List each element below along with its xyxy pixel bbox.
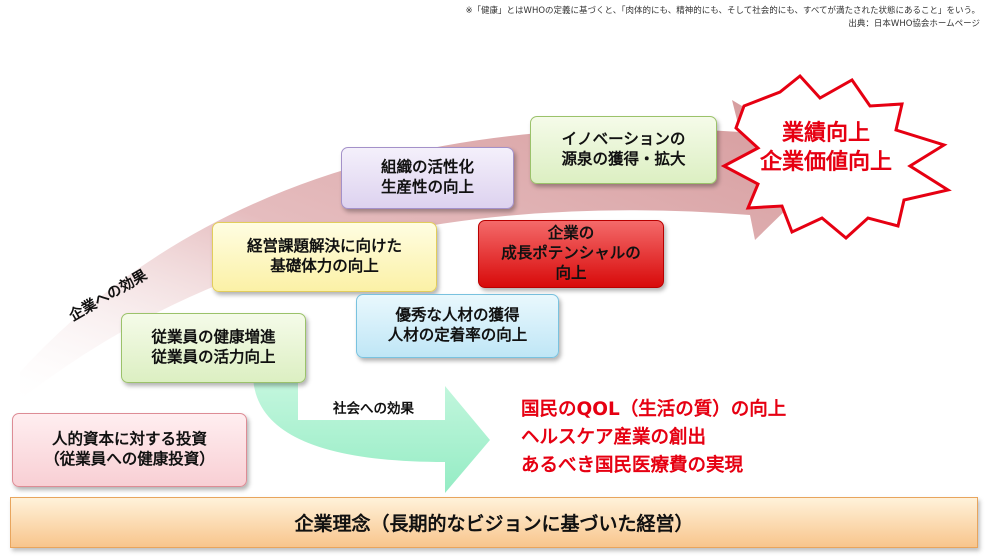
investment-box: 人的資本に対する投資 （従業員への健康投資） bbox=[12, 413, 247, 487]
talent-box: 優秀な人材の獲得 人材の定着率の向上 bbox=[356, 294, 559, 358]
innovation-line-1: イノベーションの bbox=[561, 130, 686, 149]
talent-line-1: 優秀な人材の獲得 bbox=[395, 306, 520, 325]
base-capability-line-2: 基礎体力の向上 bbox=[270, 257, 379, 275]
social-impact-item: 国民のQOL（生活の質）の向上 bbox=[521, 399, 787, 420]
source-note: 出典：日本WHO協会ホームページ bbox=[848, 19, 980, 29]
goal-line-2: 企業価値向上 bbox=[759, 149, 892, 175]
organization-line-1: 組織の活性化 bbox=[380, 158, 474, 177]
goal-burst-shape bbox=[720, 73, 952, 240]
employee-health-line-2: 従業員の活力向上 bbox=[151, 348, 276, 366]
goal-line-1: 業績向上 bbox=[781, 121, 870, 146]
talent-line-2: 人材の定着率の向上 bbox=[387, 326, 528, 344]
social-impact-item: あるべき国民医療費の実現 bbox=[521, 454, 744, 476]
base-capability-box: 経営課題解決に向けた 基礎体力の向上 bbox=[212, 222, 437, 292]
society-effect-label: 社会への効果 bbox=[333, 401, 414, 417]
growth-potential-line-3: 向上 bbox=[555, 263, 587, 282]
base-capability-line-1: 経営課題解決に向けた bbox=[246, 237, 402, 256]
investment-line-1: 人的資本に対する投資 bbox=[51, 430, 207, 449]
growth-potential-line-1: 企業の bbox=[547, 224, 595, 243]
employee-health-line-1: 従業員の健康増進 bbox=[151, 328, 276, 347]
social-impacts-list: 国民のQOL（生活の質）の向上 ヘルスケア産業の創出 あるべき国民医療費の実現 bbox=[521, 396, 786, 479]
who-definition-note: ※「健康」とはWHOの定義に基づくと、「肉体的にも、精神的にも、そして社会的にも… bbox=[465, 6, 980, 16]
goal-text: 業績向上 企業価値向上 bbox=[726, 120, 926, 177]
corporate-philosophy-bar: 企業理念（長期的なビジョンに基づいた経営） bbox=[10, 497, 978, 548]
innovation-box: イノベーションの 源泉の獲得・拡大 bbox=[530, 116, 717, 184]
growth-potential-line-2: 成長ポテンシャルの bbox=[501, 244, 641, 263]
investment-line-2: （従業員への健康投資） bbox=[44, 450, 215, 468]
social-effect-arrow bbox=[253, 376, 490, 493]
social-impact-item: ヘルスケア産業の創出 bbox=[521, 426, 707, 448]
organization-box: 組織の活性化 生産性の向上 bbox=[341, 147, 514, 209]
employee-health-box: 従業員の健康増進 従業員の活力向上 bbox=[121, 313, 306, 383]
growth-potential-box: 企業の 成長ポテンシャルの 向上 bbox=[478, 220, 664, 288]
organization-line-2: 生産性の向上 bbox=[380, 178, 474, 196]
innovation-line-2: 源泉の獲得・拡大 bbox=[561, 150, 686, 168]
